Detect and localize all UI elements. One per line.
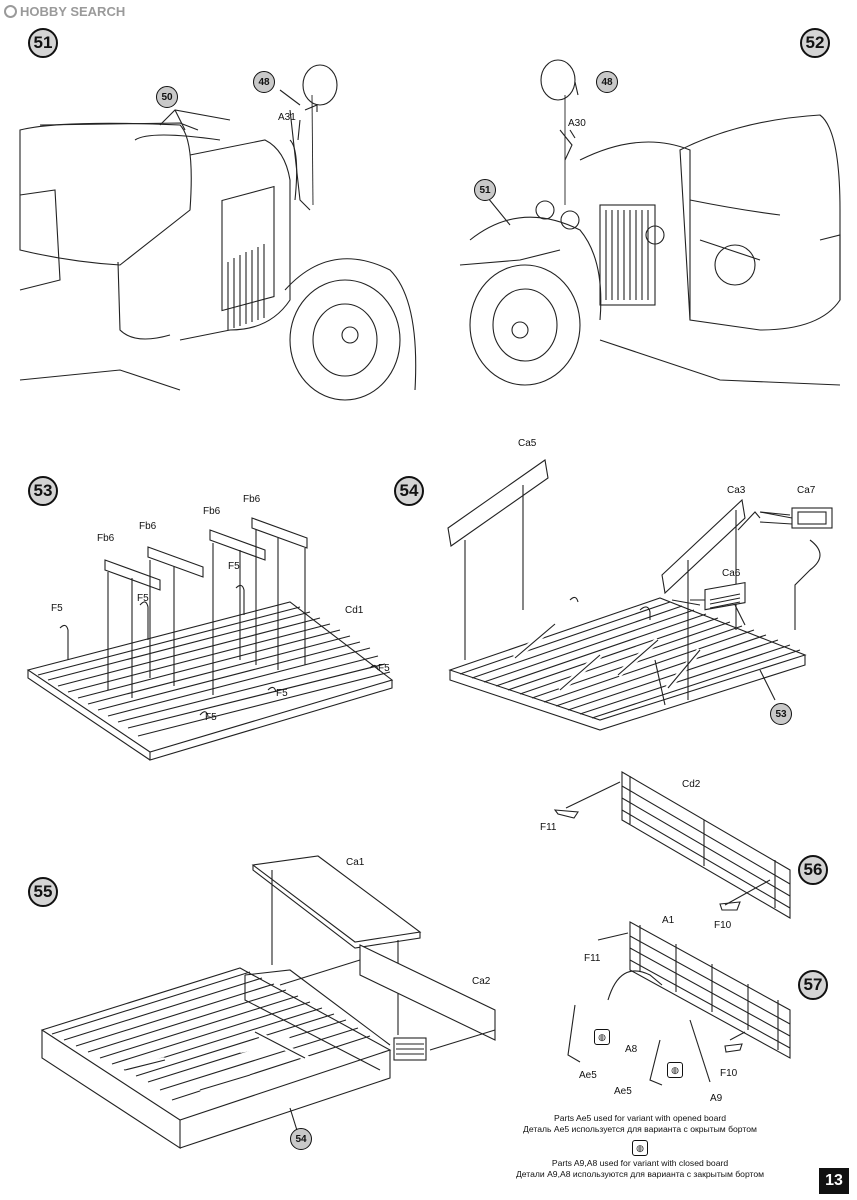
variant-badge-icon: ◍: [632, 1140, 648, 1156]
step-56-drawing: [553, 771, 791, 919]
note-opened-board-ru: Деталь Ae5 используется для варианта с о…: [523, 1124, 757, 1134]
step-53-drawing: [26, 517, 394, 761]
label-f11-1: F11: [540, 822, 557, 833]
watermark-text: HOBBY SEARCH: [20, 4, 126, 19]
label-a8: A8: [625, 1044, 638, 1055]
step-54-drawing: [447, 459, 833, 731]
watermark: HOBBY SEARCH: [4, 4, 125, 19]
label-a9: A9: [710, 1093, 723, 1104]
label-f5-6: F5: [378, 663, 390, 674]
label-ca6: Ca6: [722, 568, 741, 579]
label-ae5-2: Ae5: [614, 1086, 632, 1097]
callout-50: 50: [156, 86, 178, 108]
label-fb6-3: Fb6: [203, 506, 221, 517]
label-f5-4: F5: [205, 712, 217, 723]
label-f10-1: F10: [714, 920, 732, 931]
label-fb6-1: Fb6: [97, 533, 115, 544]
label-f11-2: F11: [584, 953, 601, 964]
label-ca1: Ca1: [346, 857, 365, 868]
step-number-54: 54: [394, 476, 424, 506]
label-a1: A1: [662, 915, 675, 926]
step-51-drawing: [19, 64, 417, 401]
step-52-drawing: [459, 59, 841, 386]
label-ca5: Ca5: [518, 438, 537, 449]
label-fb6-2: Fb6: [139, 521, 157, 532]
step-number-51: 51: [28, 28, 58, 58]
label-f5-2: F5: [137, 593, 149, 604]
label-a30: A30: [568, 118, 586, 129]
callout-54: 54: [290, 1128, 312, 1150]
note-closed-board-ru: Детали А9,А8 используются для варианта с…: [515, 1169, 765, 1179]
label-f10-2: F10: [720, 1068, 738, 1079]
label-ca3: Ca3: [727, 485, 746, 496]
note-closed-board-en: Parts A9,A8 used for variant with closed…: [551, 1158, 729, 1168]
label-cd2: Cd2: [682, 779, 701, 790]
label-a31: A31: [278, 112, 296, 123]
step-number-55: 55: [28, 877, 58, 907]
step-57-drawing: [567, 921, 791, 1086]
step-number-56: 56: [798, 855, 828, 885]
callout-51: 51: [474, 179, 496, 201]
note-opened-board: Parts Ae5 used for variant with opened b…: [470, 1113, 810, 1135]
label-cd1: Cd1: [345, 605, 364, 616]
variant-badge-icon: ◍: [594, 1029, 610, 1045]
note-opened-board-en: Parts Ae5 used for variant with opened b…: [554, 1113, 726, 1123]
callout-48-right: 48: [596, 71, 618, 93]
label-fb6-4: Fb6: [243, 494, 261, 505]
step-number-57: 57: [798, 970, 828, 1000]
callout-48-left: 48: [253, 71, 275, 93]
note-closed-board: Parts A9,A8 used for variant with closed…: [470, 1158, 810, 1180]
label-f5-1: F5: [51, 603, 63, 614]
page-number: 13: [819, 1168, 849, 1194]
step-number-53: 53: [28, 476, 58, 506]
variant-badge-icon: ◍: [667, 1062, 683, 1078]
callout-53: 53: [770, 703, 792, 725]
label-ca2: Ca2: [472, 976, 491, 987]
label-f5-5: F5: [276, 688, 288, 699]
step-55-drawing: [40, 855, 496, 1150]
watermark-logo-icon: [4, 5, 17, 18]
label-ca7: Ca7: [797, 485, 816, 496]
label-ae5-1: Ae5: [579, 1070, 597, 1081]
label-f5-3: F5: [228, 561, 240, 572]
step-number-52: 52: [800, 28, 830, 58]
